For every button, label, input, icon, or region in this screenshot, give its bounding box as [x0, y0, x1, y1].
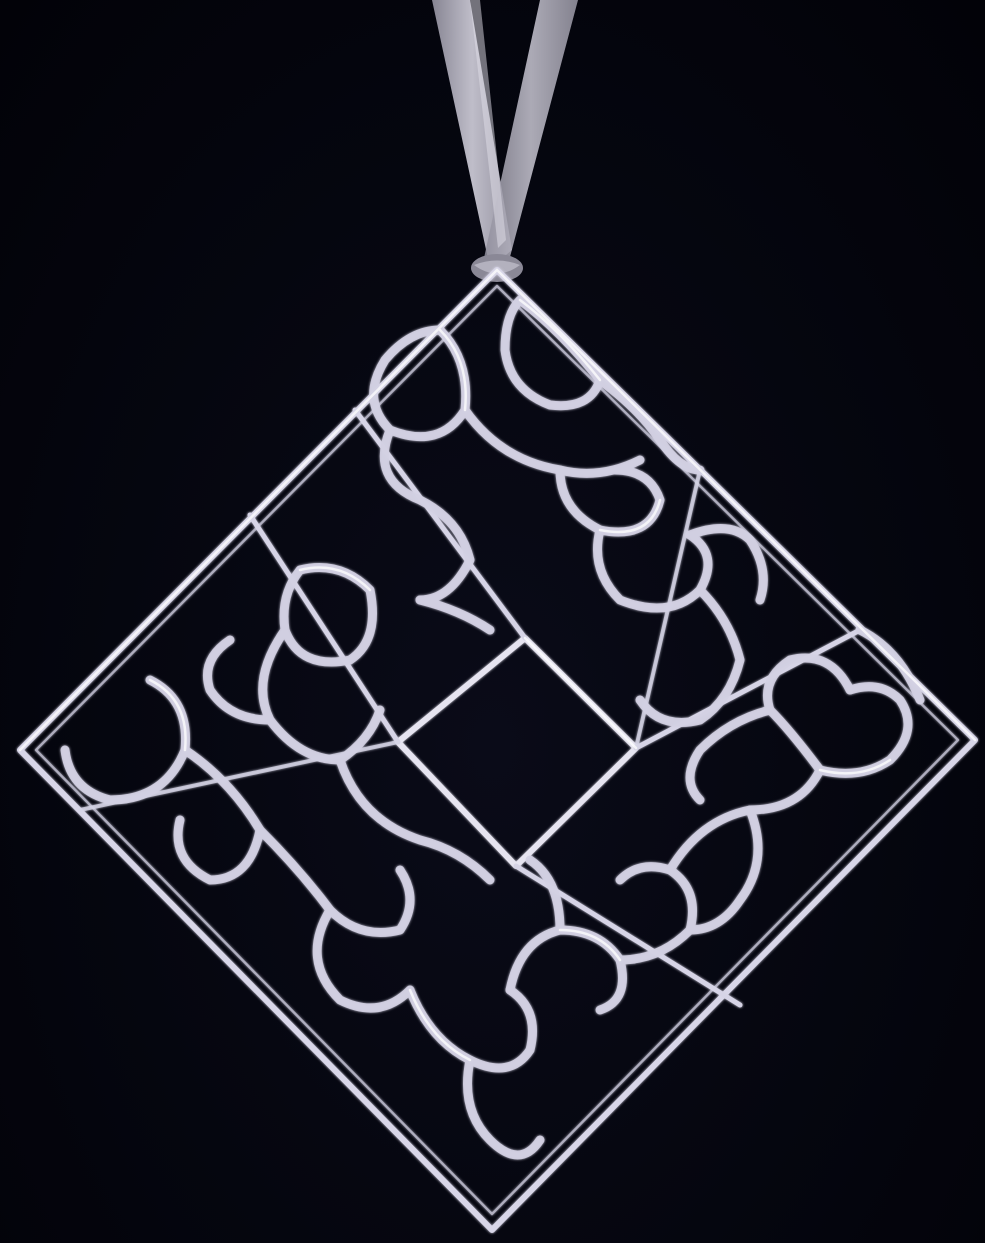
- glass-ornament-icon: [17, 267, 978, 1233]
- ribbon-icon: [432, 0, 578, 282]
